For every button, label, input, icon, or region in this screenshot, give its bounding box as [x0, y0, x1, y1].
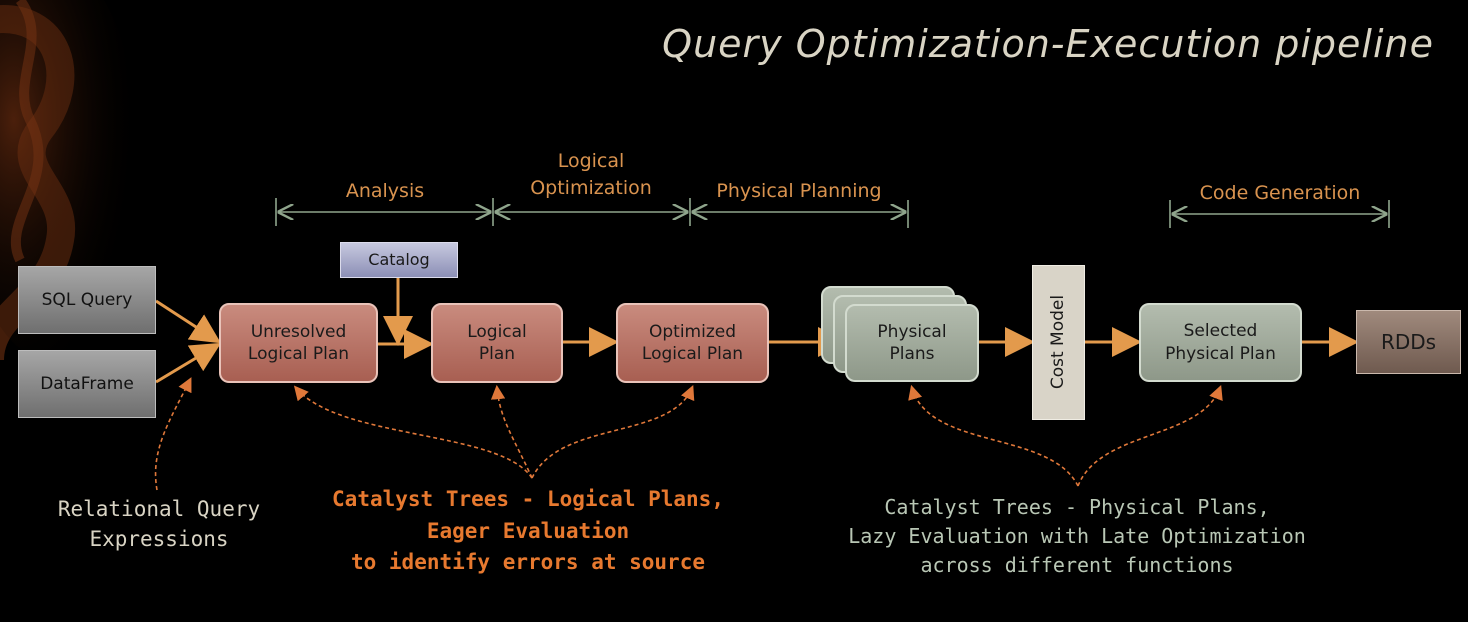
- phase-physical-planning: Physical Planning: [716, 180, 882, 202]
- dashed-arrow-to-optimized: [531, 385, 695, 479]
- dashed-arrow-to-logical: [490, 384, 533, 479]
- dashed-arrow-relational: [154, 377, 192, 491]
- catalog-box: Catalog: [340, 242, 458, 278]
- phase-analysis: Analysis: [345, 180, 425, 202]
- phase-logical-optimization: Logical Optimization: [530, 150, 652, 199]
- dashed-arrow-to-selected: [1077, 385, 1223, 487]
- phase-brackets: [275, 198, 1390, 228]
- arrow-sql-to-unresolved: [155, 299, 222, 344]
- note-physical-catalyst-trees: Catalyst Trees - Physical Plans, Lazy Ev…: [848, 495, 1306, 577]
- dashed-arrow-to-unresolved: [293, 385, 533, 479]
- phase-code-generation: Code Generation: [1199, 182, 1361, 204]
- cost-model-box: Cost Model: [1032, 265, 1085, 420]
- note-logical-catalyst-trees: Catalyst Trees - Logical Plans, Eager Ev…: [332, 487, 724, 574]
- sql-query-box: SQL Query: [18, 266, 156, 334]
- page-title: Query Optimization-Execution pipeline: [662, 22, 1434, 66]
- note-relational-query-expressions: Relational Query Expressions: [57, 497, 261, 552]
- dashed-arrow-to-physical: [908, 384, 1079, 487]
- rdds-box: RDDs: [1356, 310, 1461, 374]
- arrow-df-to-unresolved: [155, 342, 222, 384]
- dataframe-box: DataFrame: [18, 350, 156, 418]
